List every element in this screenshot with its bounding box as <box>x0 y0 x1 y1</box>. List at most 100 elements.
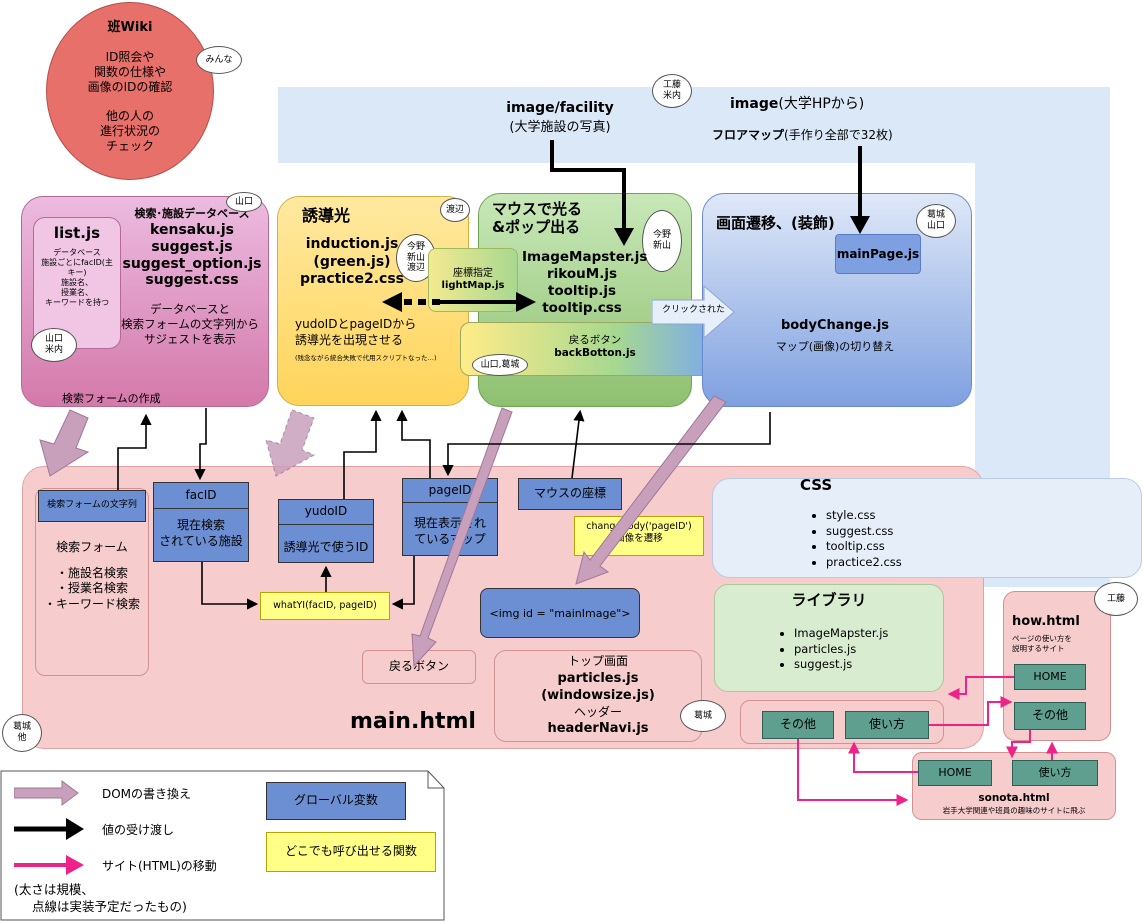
main-image-label: <img id = "mainImage"> <box>489 607 631 620</box>
induction-tag2-3: 渡辺 <box>406 263 425 274</box>
top-tag-cloud: 葛城 <box>680 700 726 732</box>
legend-note: (太さは規模、 点線は実装予定だったもの) <box>14 882 187 916</box>
other-button[interactable] <box>762 711 834 739</box>
mouse-file-2: rikouM.js <box>546 265 617 282</box>
mouse-file-3: tooltip.js <box>547 282 617 299</box>
floor-title-text: フロアマップ <box>712 128 785 142</box>
induction-desc-2: 誘導光を出現させる <box>295 332 404 347</box>
form-desc-5: ・キーワード検索 <box>43 596 140 611</box>
hp-title: image(大学HPから) <box>730 96 864 114</box>
library-box <box>714 584 944 692</box>
sonota-desc: 岩手大学関連や班員の趣味のサイトに飛ぶ <box>942 806 1086 815</box>
listjs-desc-2: 施設ごとにfacID(主 <box>41 258 113 267</box>
facid-var <box>153 482 249 562</box>
mainpage-label: mainPage.js <box>836 247 920 261</box>
library-title: ライブラリ <box>791 591 867 609</box>
how-home-label: HOME <box>1033 670 1067 683</box>
yudoid-desc: 誘導光で使うID <box>283 540 369 554</box>
search-file-1: kensaku.js <box>150 222 234 238</box>
search-desc-1: データベースと <box>150 302 230 316</box>
form-desc-4: ・授業名検索 <box>55 581 128 596</box>
mouse-file-4: tooltip.css <box>542 299 622 316</box>
pageid-desc-1: 現在表示され <box>413 516 486 530</box>
back-tag-cloud: 山口,葛城 <box>472 354 528 376</box>
facid-divider <box>153 508 249 509</box>
back-button-label: 戻るボタン <box>388 659 449 673</box>
search-file-4: suggest.css <box>145 272 239 289</box>
sonota-home-button[interactable] <box>918 760 992 786</box>
coord-line-2: lightMap.js <box>441 280 505 291</box>
search-files: kensaku.js suggest.js suggest_option.js … <box>118 222 266 289</box>
facility-sub: (大学施設の写真) <box>509 120 611 135</box>
legend-global-var-label: グローバル変数 <box>294 793 378 807</box>
screen-tag-1: 葛城 <box>926 210 945 221</box>
top-line-2: particles.js <box>557 670 639 686</box>
search-file-2: suggest.js <box>151 238 233 255</box>
change-body-line-1: changeBody('pageID') <box>586 521 692 532</box>
mouse-tag-1: 今野 <box>652 230 671 241</box>
search-db-title: 検索･施設データベース <box>134 207 250 220</box>
listjs-box <box>33 217 121 349</box>
search-desc-2: 検索フォームの文字列から <box>121 316 259 331</box>
legend-global-var <box>266 782 406 820</box>
change-body-line-2: 画像を遷移 <box>615 533 663 545</box>
css-item-4: practice2.css <box>826 555 902 571</box>
how-home-button[interactable] <box>1014 664 1086 690</box>
how-other-button[interactable] <box>1014 702 1086 730</box>
induction-files: induction.js (green.js) practice2.css <box>290 236 414 289</box>
facid-title: facID <box>185 488 217 502</box>
css-list: style.css suggest.css tooltip.css practi… <box>808 508 902 570</box>
mouse-title-1: マウスで光る <box>492 200 583 218</box>
induction-desc-1: yudoIDとpageIDから <box>295 317 417 331</box>
legend-note-2: 点線は実装予定だったもの) <box>32 898 187 914</box>
facid-desc-1: 現在検索 <box>176 518 225 532</box>
legend-site-arrow <box>14 855 84 875</box>
arrow-screen-to-pageid <box>442 412 771 477</box>
form-desc-3: ・施設名検索 <box>55 565 128 580</box>
induction-file-2: (green.js) <box>313 253 391 270</box>
search-file-3: suggest_option.js <box>122 255 262 272</box>
whatyi-label: whatYI(facID, pageID) <box>273 600 377 611</box>
howto-button-label: 使い方 <box>868 717 905 731</box>
listjs-desc-5: 授業名、 <box>61 288 93 297</box>
wiki-line-7: チェック <box>105 139 154 153</box>
pageid-divider <box>402 502 498 503</box>
yudoid-var <box>278 499 374 563</box>
legend-note-1: (太さは規模、 <box>14 882 94 897</box>
main-tag-1: 葛城 <box>12 722 31 733</box>
css-box <box>712 478 1142 578</box>
listjs-desc-3: キー) <box>67 268 87 277</box>
listjs-desc: データベース 施設ごとにfacID(主 キー) 施設名、 授業名、 キーワードを… <box>33 248 121 308</box>
legend-dom-label: DOMの書き換え <box>102 787 192 801</box>
wiki-desc: ID照会や 関数の仕様や 画像のIDの確認 他の人の 進行状況の チェック <box>46 50 214 154</box>
sonota-howto-label: 使い方 <box>1038 766 1072 779</box>
form-string-label: 検索フォームの文字列 <box>47 500 137 510</box>
howto-button[interactable] <box>845 711 929 739</box>
top-line-1: トップ画面 <box>567 654 628 668</box>
mouse-tag-cloud: 今野新山 <box>642 210 682 272</box>
image-band-tag-cloud: 工藤米内 <box>652 74 692 108</box>
library-item-3: suggest.js <box>794 657 888 673</box>
legend-func-label: どこでも呼び出せる関数 <box>285 844 417 858</box>
library-list: ImageMapster.js particles.js suggest.js <box>776 626 888 673</box>
how-tag-cloud: 工藤 <box>1094 582 1138 616</box>
screen-title: 画面遷移、(装飾) <box>716 214 835 232</box>
back-line-2: backBotton.js <box>554 347 636 360</box>
sonota-home-label: HOME <box>938 766 972 779</box>
top-screen-box <box>494 650 702 742</box>
sonota-howto-button[interactable] <box>1012 760 1098 786</box>
make-form-label: 検索フォームの作成 <box>62 392 161 405</box>
pageid-desc: 現在表示され ているマップ <box>402 516 498 547</box>
induction-file-1: induction.js <box>305 236 399 252</box>
whatyi-func <box>260 592 390 620</box>
library-item-2: particles.js <box>794 642 888 658</box>
floor-title: フロアマップ(手作り全部で32枚) <box>712 128 893 143</box>
listjs-desc-6: キーワードを持つ <box>45 298 109 307</box>
main-tag-2: 他 <box>17 733 27 743</box>
pageid-title: pageID <box>428 483 472 497</box>
facility-title: image/facility <box>506 100 614 116</box>
facid-desc-2: されている施設 <box>159 533 243 548</box>
other-button-label: その他 <box>779 717 816 731</box>
coord-line-1: 座標指定 <box>453 268 493 279</box>
induction-note: (残念ながら統合失敗で代用スクリプトなった…) <box>295 354 437 362</box>
